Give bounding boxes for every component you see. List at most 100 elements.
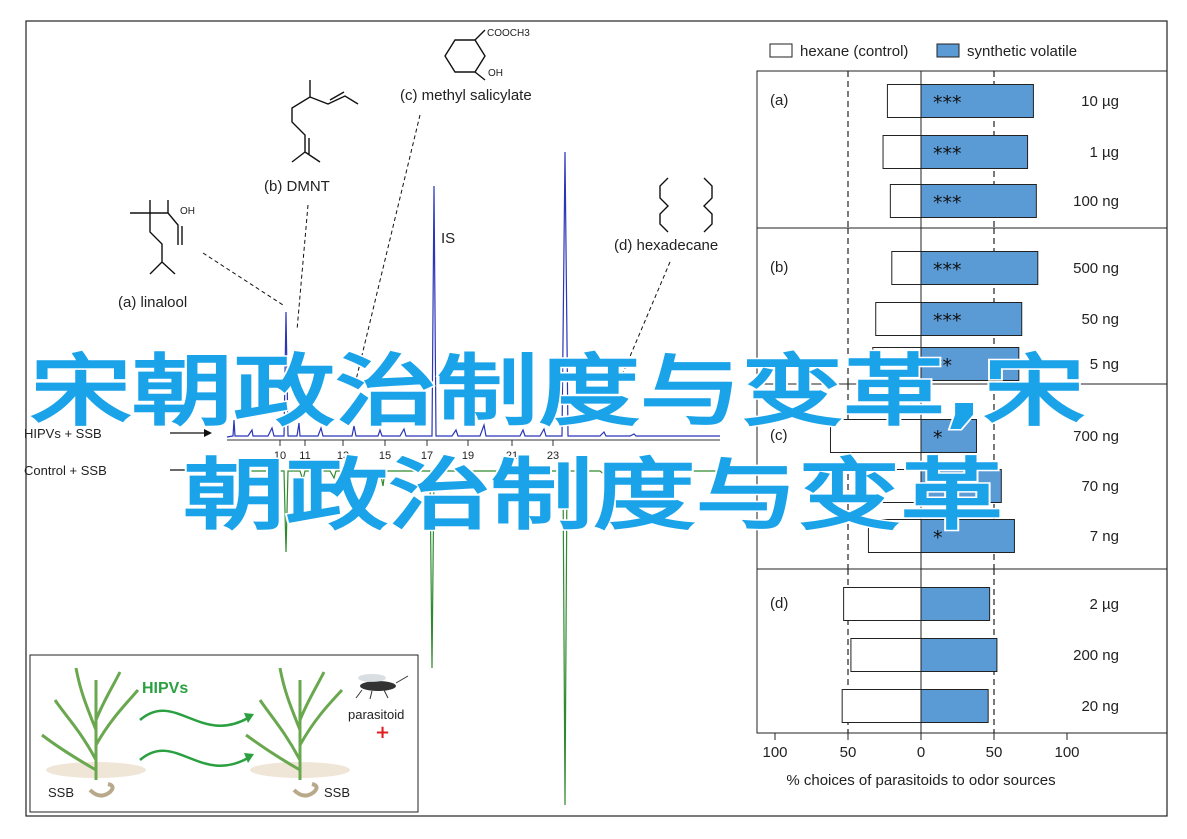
significance-label: * [933,527,943,549]
bar-volatile [920,302,1023,336]
bar-control [886,84,922,118]
bar-control [843,587,922,621]
watermark-line-2: 朝政治制度与变革 [183,451,1003,541]
bars-layer: (a)***10 µg***1 µg***100 ng(b)***500 ng*… [770,71,1119,733]
choice-bar-chart: hexane (control) synthetic volatile (a) *… [756,43,1168,789]
significance-label: *** [933,143,962,165]
time-tick-label: 17 [421,450,433,462]
right-plant-icon [245,667,350,780]
bar-volatile [920,184,1037,218]
bar-control [889,184,922,218]
linalool-oh-label: OH [180,206,195,217]
panel-label: (c) [770,427,788,444]
bar-volatile [920,84,1034,118]
methyl-salicylate-leader-line [355,114,421,381]
dose-label: 500 ng [1073,260,1119,277]
dose-label: 2 µg [1090,596,1120,613]
x-tick-label: 50 [840,744,857,761]
hipvs-flow-arrow-lower-icon [139,749,249,767]
dose-label: 50 ng [1081,311,1119,328]
x-tick-label: 0 [917,744,925,761]
legend-swatch-control [769,43,793,58]
bar-volatile [920,519,1015,553]
linalool-leader-line [202,252,284,306]
time-tick-label: 15 [379,450,391,462]
dose-label: 100 ng [1073,193,1119,210]
plus-icon: + [375,722,390,743]
left-plant-icon [41,667,146,780]
methyl-salicylate-oh-label: OH [488,68,503,79]
bar-volatile [920,689,989,723]
hexadecane-leader-line [619,261,671,381]
dose-label: 70 ng [1081,478,1119,495]
bar-volatile [920,135,1029,169]
bar-control [891,251,922,285]
x-tick-label: 100 [762,744,787,761]
time-tick-label: 21 [506,450,518,462]
hipvs-flow-arrowhead-lower-icon [244,753,254,763]
significance-label: * [933,427,943,449]
bar-volatile [920,251,1039,285]
time-tick-label: 13 [337,450,349,462]
bar-volatile [920,419,977,453]
watermark-line-1: 宋朝政治制度与变革,宋 [30,347,1085,437]
significance-label: *** [933,192,962,214]
left-larva-icon [88,782,115,798]
dose-label: 200 ng [1073,647,1119,664]
x-axis-label: % choices of parasitoids to odor sources [786,772,1055,789]
dose-label: 20 ng [1081,698,1119,715]
bar-volatile [920,638,998,672]
x-tick-label: 100 [1054,744,1079,761]
methyl-salicylate-structure-icon [444,29,486,81]
control-trace-label: Control + SSB [24,463,107,478]
significance-label: *** [933,259,962,281]
linalool-structure-icon [130,200,183,275]
x-axis-ticks: 100 50 0 50 100 [762,733,1080,761]
bar-volatile [920,587,991,621]
methyl-salicylate-cooch3-label: COOCH3 [487,28,530,39]
time-tick-label: 10 [274,450,286,462]
panel-label: (a) [770,92,788,109]
compound-label-linalool: (a) linalool [118,294,187,311]
legend-label-volatile: synthetic volatile [967,43,1077,60]
bar-control [882,135,922,169]
time-tick-label: 11 [299,450,310,462]
dose-label: 5 ng [1090,356,1119,373]
hipvs-arrowhead-icon [204,429,212,437]
significance-label: *** [933,92,962,114]
right-larva-icon [292,782,319,798]
time-tick-label: 23 [547,450,559,462]
parasitoid-wasp-icon [355,674,409,700]
legend-label-control: hexane (control) [800,43,908,60]
panel-label: (d) [770,595,788,612]
x-tick-label: 50 [986,744,1003,761]
right-plant-label: SSB [324,785,350,800]
compound-label-dmnt: (b) DMNT [264,178,330,195]
is-label: IS [441,230,455,247]
control-trace [226,469,720,806]
left-plant-label: SSB [48,785,74,800]
hipvs-trace-label: HIPVs + SSB [24,426,102,441]
hexadecane-structure-icon [659,177,713,233]
dose-label: 10 µg [1081,93,1119,110]
hipvs-flow-arrow-upper-icon [139,709,249,727]
significance-label: *** [933,310,962,332]
bar-control [854,469,922,503]
hipvs-flow-arrowhead-upper-icon [244,713,254,723]
hipvs-trace [226,151,720,438]
bar-volatile [920,347,1020,381]
bar-control [829,419,922,453]
bar-control [875,302,922,336]
bar-volatile [920,469,1002,503]
dose-label: 700 ng [1073,428,1119,445]
inset-hipvs-label: HIPVs [142,680,188,697]
dmnt-structure-icon [291,80,359,163]
bar-control [867,519,922,553]
bar-control [850,638,922,672]
significance-label: ** [933,355,952,377]
compound-label-hexadecane: (d) hexadecane [614,237,718,254]
dose-label: 7 ng [1090,528,1119,545]
